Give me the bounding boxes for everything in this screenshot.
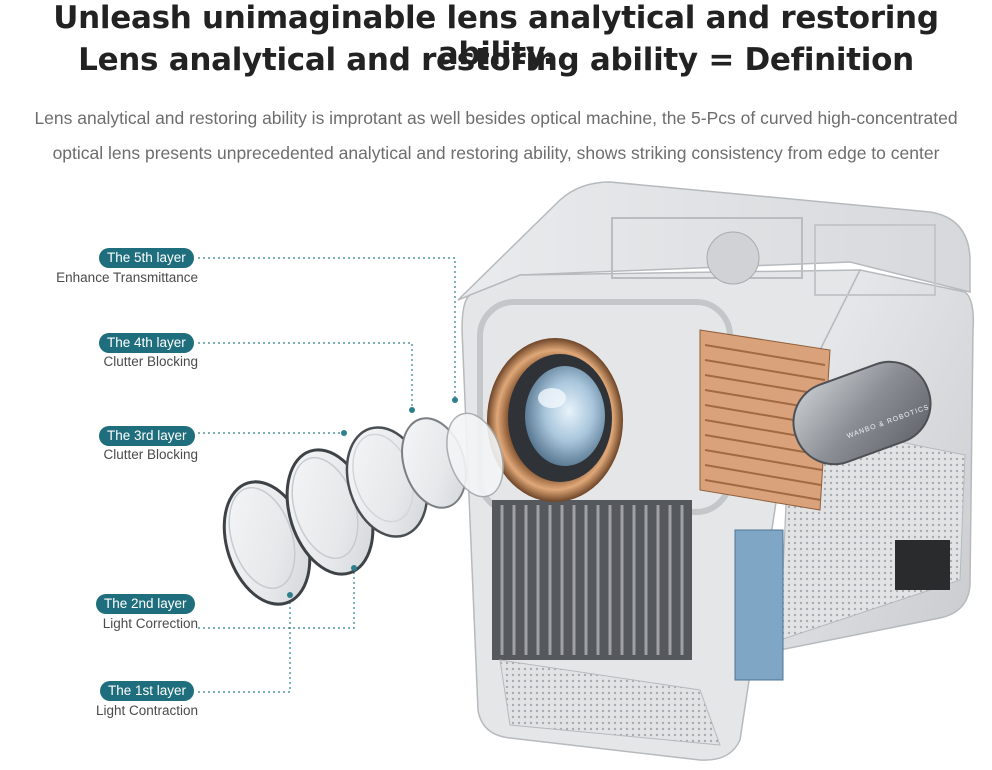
- layer-2-label: Light Correction: [102, 616, 198, 631]
- layer-1-label: Light Contraction: [95, 703, 198, 718]
- layer-5-label: Enhance Transmittance: [56, 270, 198, 285]
- lens-stack: [222, 412, 504, 606]
- layer-4-badge: The 4th layer: [99, 333, 194, 353]
- description-line-2: optical lens presents unprecedented anal…: [52, 143, 940, 163]
- lens-element-5: [446, 412, 504, 498]
- heat-sink: [492, 500, 692, 660]
- layer-2-badge: The 2nd layer: [96, 594, 195, 614]
- leader-dots: [287, 397, 458, 598]
- copper-fins: [699, 329, 831, 511]
- main-lens: [487, 338, 623, 502]
- layer-3-badge: The 3rd layer: [99, 426, 195, 446]
- layer-3-label: Clutter Blocking: [103, 447, 198, 462]
- layer-4-label: Clutter Blocking: [103, 354, 198, 369]
- sub-heading: Lens analytical and restoring ability = …: [78, 42, 914, 78]
- description-line-1: Lens analytical and restoring ability is…: [34, 108, 958, 128]
- main-heading: Unleash unimaginable lens analytical and…: [53, 0, 939, 72]
- projector-body: WANBO & ROBOTICS: [457, 181, 975, 761]
- leader-lines: [198, 257, 456, 693]
- layer-1-badge: The 1st layer: [100, 681, 195, 701]
- layer-5-badge: The 5th layer: [99, 248, 194, 268]
